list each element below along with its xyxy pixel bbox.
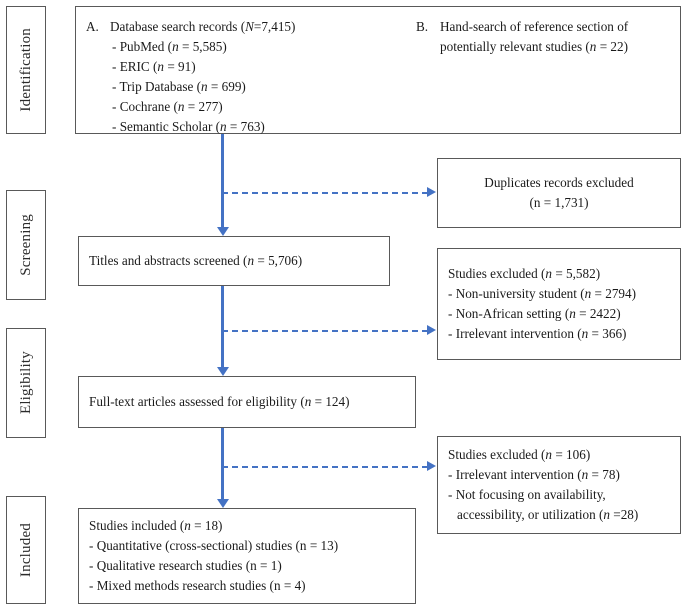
stage-label-screening: Screening [6,190,46,300]
connector-to-screening-excluded [222,330,428,332]
connector-eligibility-to-included [221,428,224,500]
titles-abstracts-screened-box: Titles and abstracts screened (n = 5,706… [78,236,390,286]
screening-excluded-box: Studies excluded (n = 5,582) - Non-unive… [437,248,681,360]
studies-included-header: Studies included (n = 18) [89,517,223,533]
list-item: - ERIC (n = 91) [112,59,196,75]
stage-label-included-text: Included [17,522,34,578]
duplicates-excluded-box: Duplicates records excluded (n = 1,731) [437,158,681,228]
arrowhead-to-eligibility-excluded [427,460,436,471]
list-item: - Irrelevant intervention (n = 366) [448,326,627,342]
duplicates-excluded-line2: (n = 1,731) [529,195,589,210]
stage-label-eligibility: Eligibility [6,328,46,438]
fulltext-assessed-box: Full-text articles assessed for eligibil… [78,376,416,428]
arrowhead-eligibility-to-included [216,499,229,508]
connector-to-duplicates-excluded [222,192,428,194]
list-item: - Irrelevant intervention (n = 78) [448,466,620,482]
source-a-title-italic: N [245,19,254,34]
list-item: - Semantic Scholar (n = 763) [112,119,265,135]
studies-included-box: Studies included (n = 18) - Quantitative… [78,508,416,604]
list-item: - Qualitative research studies (n = 1) [89,558,282,573]
stage-label-eligibility-text: Eligibility [17,351,34,415]
arrowhead-identification-to-screening [216,227,229,236]
source-b-text: Hand-search of reference section of pote… [440,17,670,57]
source-a-marker: A. [86,19,99,34]
stage-label-screening-text: Screening [17,214,34,276]
arrowhead-screening-to-eligibility [216,367,229,376]
source-b-line1: Hand-search of reference section of [440,19,629,34]
duplicates-excluded-line1: Duplicates records excluded [484,174,634,190]
arrowhead-to-duplicates-excluded [427,186,436,197]
stage-label-included: Included [6,496,46,604]
connector-screening-to-eligibility [221,286,224,368]
source-b-marker: B. [416,19,429,34]
connector-identification-to-screening [221,134,224,228]
list-item: - Quantitative (cross-sectional) studies… [89,537,339,553]
screening-excluded-header: Studies excluded (n = 5,582) [448,265,601,281]
source-a-database-list: - PubMed (n = 5,585) - ERIC (n = 91) - T… [86,37,416,137]
eligibility-excluded-header: Studies excluded (n = 106) [448,446,591,462]
list-item: - Mixed methods research studies (n = 4) [89,578,306,594]
stage-label-identification: Identification [6,6,46,134]
eligibility-excluded-box: Studies excluded (n = 106) - Irrelevant … [437,436,681,534]
fulltext-assessed-text: Full-text articles assessed for eligibil… [89,393,350,409]
source-a-block: A. Database search records (N=7,415) - P… [86,17,416,137]
arrowhead-to-screening-excluded [427,324,436,335]
list-item-continuation: accessibility, or utilization (n =28) [457,507,639,523]
list-item: - PubMed (n = 5,585) [112,39,227,55]
source-a-title: Database search records (N=7,415) [110,19,296,34]
list-item: - Not focusing on availability, [448,487,606,502]
list-item: - Non-university student (n = 2794) [448,285,637,301]
source-b-line2: potentially relevant studies (n = 22) [440,39,629,55]
identification-sources-box: A. Database search records (N=7,415) - P… [75,6,681,134]
list-item: - Cochrane (n = 277) [112,99,223,115]
connector-to-eligibility-excluded [222,466,428,468]
stage-label-identification-text: Identification [17,28,34,112]
titles-abstracts-screened-text: Titles and abstracts screened (n = 5,706… [89,252,303,268]
list-item: - Trip Database (n = 699) [112,79,246,95]
source-b-block: B. Hand-search of reference section of p… [416,17,670,57]
list-item: - Non-African setting (n = 2422) [448,306,621,321]
